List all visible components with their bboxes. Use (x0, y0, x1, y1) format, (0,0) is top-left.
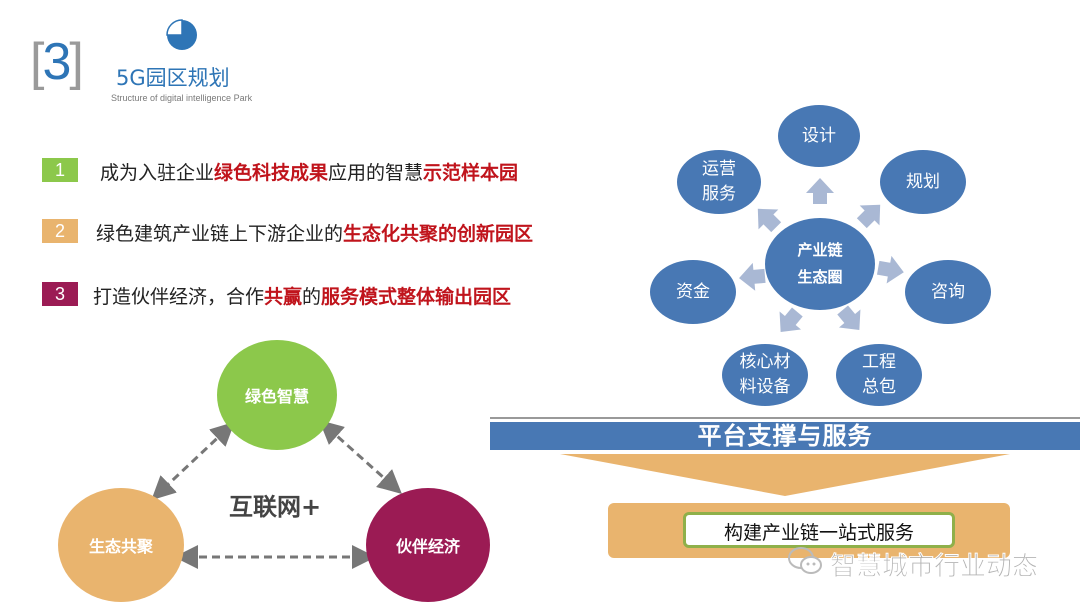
divider-line (490, 417, 1080, 419)
one-stop-service-label: 构建产业链一站式服务 (683, 512, 955, 548)
watermark-text: 智慧城市行业动态 (829, 552, 1039, 583)
section-number: [3] (30, 33, 84, 91)
ecosystem-node-consulting: 咨询 (905, 260, 991, 324)
node-eco-cluster: 生态共聚 (58, 488, 184, 602)
ecosystem-node-design: 设计 (778, 105, 860, 167)
point-text-3: 打造伙伴经济，合作共赢的服务模式整体输出园区 (93, 286, 512, 308)
ecosystem-node-epc: 工程总包 (836, 344, 922, 406)
ecosystem-center: 产业链生态圈 (765, 218, 875, 310)
point-badge-2: 2 (42, 219, 78, 243)
point-text-1: 成为入驻企业绿色科技成果应用的智慧示范样本园 (100, 162, 519, 184)
ecosystem-node-planning: 规划 (880, 150, 966, 214)
internet-plus-label: 互联网+ (229, 493, 322, 521)
wechat-icon (788, 547, 822, 574)
point-text-2: 绿色建筑产业链上下游企业的生态化共聚的创新园区 (96, 223, 534, 245)
page-subtitle: Structure of digital intelligence Park (111, 93, 253, 103)
platform-bar: 平台支撑与服务 (490, 422, 1080, 450)
ecosystem-node-materials: 核心材料设备 (722, 344, 808, 406)
pie-chart-icon (166, 19, 197, 50)
node-partner-economy: 伙伴经济 (366, 488, 490, 602)
ecosystem-node-funding: 资金 (650, 260, 736, 324)
arrow-up-icon (806, 178, 834, 204)
ecosystem-node-operations: 运营服务 (677, 150, 761, 214)
point-badge-1: 1 (42, 158, 78, 182)
point-badge-3: 3 (42, 282, 78, 306)
funnel-arrow (560, 454, 1010, 496)
node-green-smart: 绿色智慧 (217, 340, 337, 450)
page-title: 5G园区规划 (116, 66, 230, 90)
